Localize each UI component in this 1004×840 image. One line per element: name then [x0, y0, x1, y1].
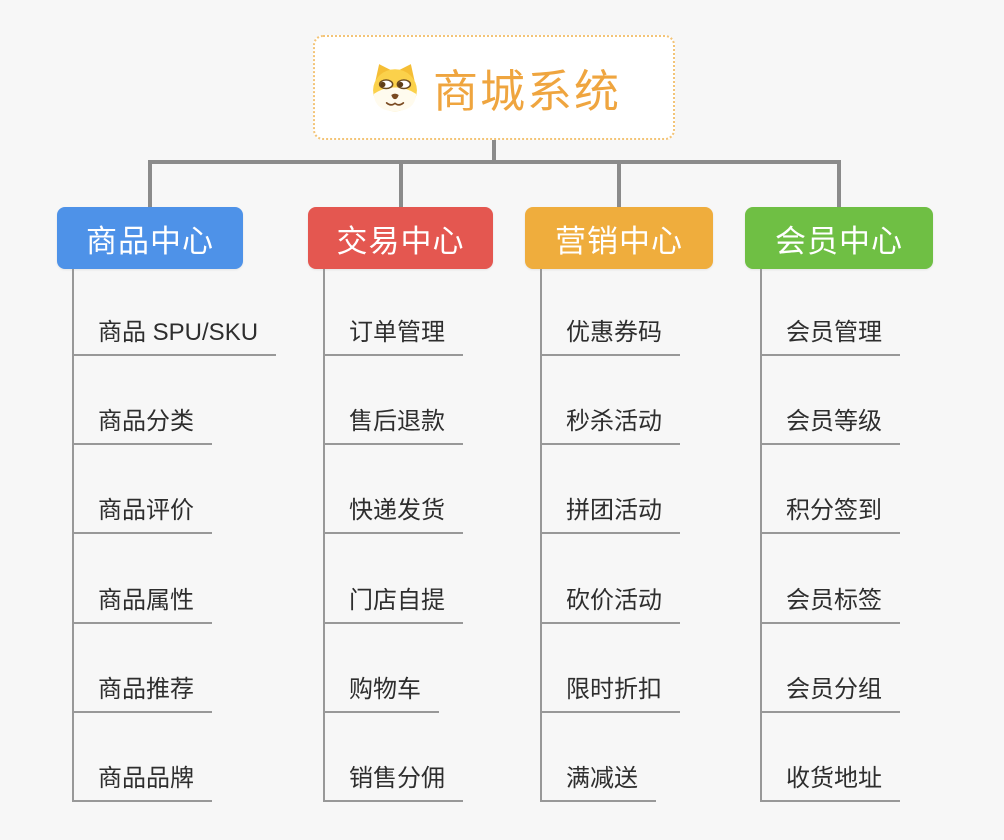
child-topic-label: 秒杀活动: [566, 408, 662, 435]
child-topic[interactable]: 商品分类: [72, 399, 212, 445]
child-topic-label: 售后退款: [349, 408, 445, 435]
connector-branch-drop: [837, 164, 841, 207]
child-topic[interactable]: 秒杀活动: [540, 399, 680, 445]
child-topic-label: 拼团活动: [566, 497, 662, 524]
child-topic-label: 满减送: [566, 765, 638, 792]
child-topic-label: 商品属性: [98, 587, 194, 614]
child-topic[interactable]: 购物车: [323, 667, 439, 713]
root-node[interactable]: 商城系统: [313, 35, 675, 140]
child-topic-label: 会员管理: [786, 319, 882, 346]
child-topic[interactable]: 订单管理: [323, 310, 463, 356]
child-topic[interactable]: 商品 SPU/SKU: [72, 310, 277, 356]
child-topic-label: 积分签到: [786, 497, 882, 524]
child-topic-label: 购物车: [349, 676, 421, 703]
child-topic-label: 会员分组: [786, 676, 882, 703]
child-topic-label: 门店自提: [349, 587, 445, 614]
branch-spine-line: [760, 269, 762, 802]
child-topic[interactable]: 售后退款: [323, 399, 463, 445]
child-topic-label: 收货地址: [786, 765, 882, 792]
child-topic[interactable]: 会员管理: [760, 310, 900, 356]
child-topic[interactable]: 会员分组: [760, 667, 900, 713]
child-topic-label: 会员等级: [786, 408, 882, 435]
connector-root-stem: [492, 140, 496, 164]
child-topic[interactable]: 会员等级: [760, 399, 900, 445]
child-topic[interactable]: 商品品牌: [72, 756, 212, 802]
child-topic-label: 商品分类: [98, 408, 194, 435]
connector-branch-drop: [148, 164, 152, 207]
branch-spine-line: [323, 269, 325, 802]
child-topic[interactable]: 销售分佣: [323, 756, 463, 802]
child-topic[interactable]: 商品属性: [72, 578, 212, 624]
child-topic[interactable]: 优惠券码: [540, 310, 680, 356]
child-topic[interactable]: 拼团活动: [540, 488, 680, 534]
child-topic-label: 砍价活动: [566, 587, 662, 614]
child-topic-label: 销售分佣: [349, 765, 445, 792]
branch-header-2[interactable]: 交易中心: [308, 207, 493, 269]
child-topic[interactable]: 会员标签: [760, 578, 900, 624]
child-topic[interactable]: 积分签到: [760, 488, 900, 534]
child-topic-label: 优惠券码: [566, 319, 662, 346]
child-topic[interactable]: 快递发货: [323, 488, 463, 534]
child-topic-label: 会员标签: [786, 587, 882, 614]
child-topic[interactable]: 砍价活动: [540, 578, 680, 624]
connector-branch-drop: [617, 164, 621, 207]
child-topic-label: 商品 SPU/SKU: [98, 319, 259, 346]
branch-header-4[interactable]: 会员中心: [745, 207, 933, 269]
branch-header-3[interactable]: 营销中心: [525, 207, 713, 269]
child-topic[interactable]: 收货地址: [760, 756, 900, 802]
child-topic[interactable]: 商品推荐: [72, 667, 212, 713]
connector-bus: [148, 160, 841, 164]
child-topic-label: 商品评价: [98, 497, 194, 524]
branch-label: 营销中心: [555, 223, 683, 259]
child-topic-label: 订单管理: [349, 319, 445, 346]
child-topic[interactable]: 限时折扣: [540, 667, 680, 713]
child-topic-label: 商品品牌: [98, 765, 194, 792]
child-topic-label: 商品推荐: [98, 676, 194, 703]
child-topic[interactable]: 门店自提: [323, 578, 463, 624]
branch-label: 交易中心: [336, 223, 465, 259]
branch-spine-line: [540, 269, 542, 802]
branch-spine-line: [72, 269, 74, 802]
connector-branch-drop: [398, 164, 403, 207]
child-topic[interactable]: 商品评价: [72, 488, 212, 534]
dog-face-icon: [367, 61, 423, 114]
root-node-title: 商城系统: [432, 66, 621, 117]
child-topic-label: 快递发货: [349, 497, 445, 524]
branch-label: 会员中心: [775, 223, 903, 259]
child-topic[interactable]: 满减送: [540, 756, 656, 802]
child-topic-label: 限时折扣: [566, 676, 662, 703]
branch-header-1[interactable]: 商品中心: [57, 207, 243, 269]
branch-label: 商品中心: [86, 223, 214, 259]
